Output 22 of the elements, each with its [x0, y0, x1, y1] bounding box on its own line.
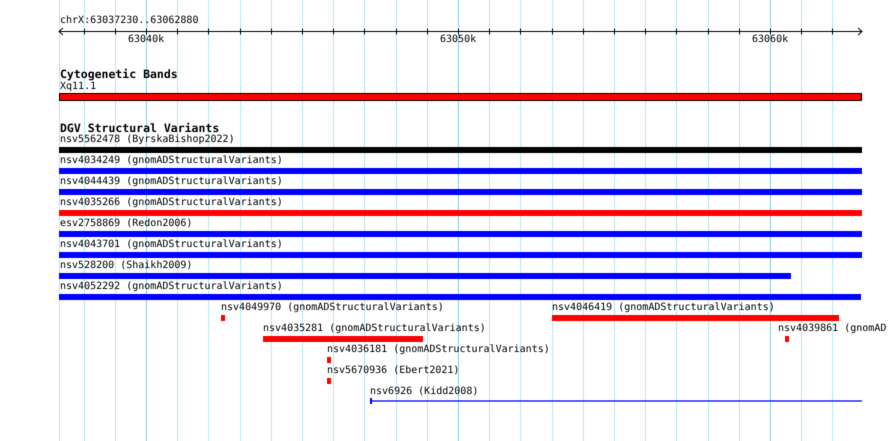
variant-name: nsv4039861 (gnomAD	[778, 323, 886, 335]
tick-label: 63050k	[440, 34, 476, 46]
band-name: Xq11.1	[60, 81, 96, 93]
variant-name: nsv6926 (Kidd2008)	[370, 386, 478, 398]
variant-name: nsv5670936 (Ebert2021)	[327, 365, 460, 377]
track-title: DGV Structural Variants	[60, 122, 220, 134]
variant-name: nsv4046419 (gnomADStructuralVariants)	[552, 302, 775, 314]
variant-name: nsv4035266 (gnomADStructuralVariants)	[60, 197, 283, 209]
location-label: chrX:63037230..63062880	[60, 15, 198, 27]
variant-name: nsv4043701 (gnomADStructuralVariants)	[60, 239, 283, 251]
variant-name: esv2758869 (Redon2006)	[60, 218, 192, 230]
variant-name: nsv4035281 (gnomADStructuralVariants)	[263, 323, 486, 335]
variant-name: nsv4049970 (gnomADStructuralVariants)	[221, 302, 444, 314]
tick-label: 63040k	[128, 34, 164, 46]
variant-name: nsv4036181 (gnomADStructuralVariants)	[327, 344, 550, 356]
tick-label: 63060k	[752, 34, 788, 46]
track-title: Cytogenetic Bands	[60, 68, 178, 80]
variant-name: nsv4034249 (gnomADStructuralVariants)	[60, 155, 283, 167]
variant-name: nsv5562478 (ByrskaBishop2022)	[60, 134, 235, 146]
variant-name: nsv4044439 (gnomADStructuralVariants)	[60, 176, 283, 188]
variant-name: nsv528200 (Shaikh2009)	[60, 260, 192, 272]
variant-name: nsv4052292 (gnomADStructuralVariants)	[60, 281, 283, 293]
